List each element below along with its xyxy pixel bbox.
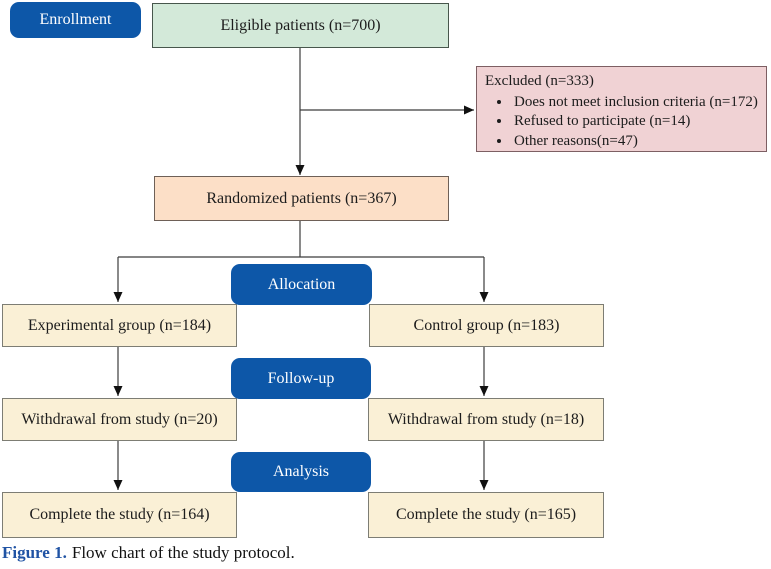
withdrawal-experimental-box: Withdrawal from study (n=20)	[2, 398, 237, 441]
withdrawal-control-box: Withdrawal from study (n=18)	[368, 398, 604, 441]
excluded-reason-item: Refused to participate (n=14)	[512, 112, 758, 132]
complete-experimental-box: Complete the study (n=164)	[2, 492, 237, 538]
stage-label-follow-up: Follow-up	[231, 358, 371, 399]
figure-caption-label: Figure 1.	[2, 543, 67, 562]
randomized-patients-box: Randomized patients (n=367)	[154, 176, 449, 221]
eligible-patients-box: Eligible patients (n=700)	[152, 3, 449, 48]
figure-caption-text: Flow chart of the study protocol.	[71, 543, 295, 562]
figure-caption: Figure 1.Flow chart of the study protoco…	[2, 543, 295, 563]
excluded-reason-item: Does not meet inclusion criteria (n=172)	[512, 93, 758, 113]
excluded-reason-item: Other reasons(n=47)	[512, 132, 758, 152]
stage-label-enrollment: Enrollment	[10, 2, 141, 38]
complete-control-box: Complete the study (n=165)	[368, 492, 604, 538]
control-group-box: Control group (n=183)	[369, 304, 604, 347]
stage-label-analysis: Analysis	[231, 452, 371, 492]
stage-label-allocation: Allocation	[231, 264, 372, 305]
experimental-group-box: Experimental group (n=184)	[2, 304, 237, 347]
excluded-title: Excluded (n=333)	[485, 73, 594, 89]
excluded-reasons-list: Does not meet inclusion criteria (n=172)…	[485, 93, 758, 153]
excluded-box: Excluded (n=333) Does not meet inclusion…	[476, 66, 767, 152]
